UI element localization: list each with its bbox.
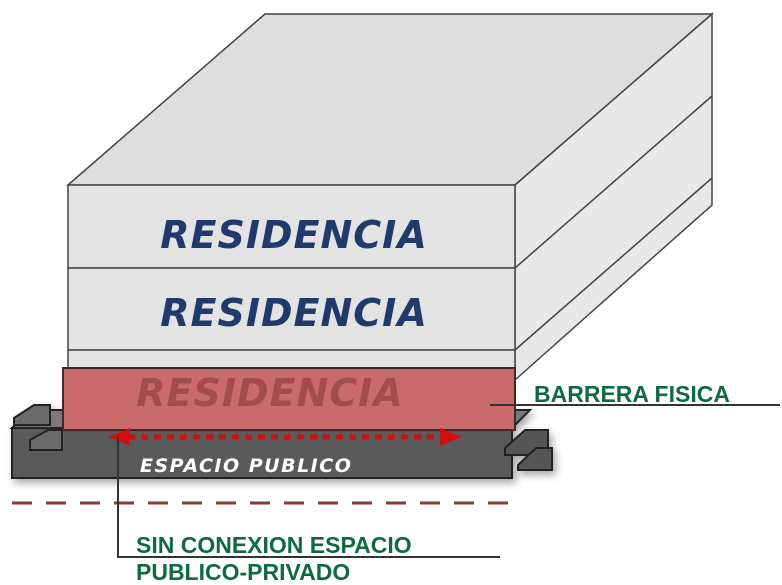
street-label: ESPACIO PUBLICO	[140, 455, 352, 477]
floor-label-ground: RESIDENCIA	[136, 371, 403, 415]
floor-label-middle: RESIDENCIA	[160, 291, 427, 335]
no-connection-callout: SIN CONEXION ESPACIO PUBLICO-PRIVADO	[117, 437, 500, 585]
no-connection-label-line1: SIN CONEXION ESPACIO	[136, 532, 412, 558]
floor-2-front	[67, 267, 516, 351]
building	[65, 12, 715, 382]
barrier-callout: BARRERA FISICA	[490, 381, 780, 407]
floor-3-front	[67, 184, 516, 269]
floor-label-top: RESIDENCIA	[160, 213, 427, 257]
no-connection-label-line2: PUBLICO-PRIVADO	[136, 559, 350, 585]
barrier-callout-label: BARRERA FISICA	[534, 381, 730, 407]
barrier-block	[62, 367, 516, 431]
